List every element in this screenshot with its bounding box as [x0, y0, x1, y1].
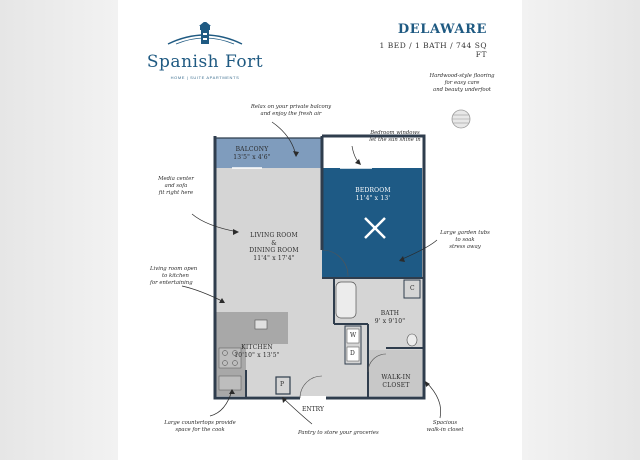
note-tubs: Large garden tubs to soak stress away — [440, 230, 490, 250]
bedroom-name: BEDROOM — [355, 187, 391, 194]
closet-label: WALK-IN CLOSET — [372, 374, 420, 389]
note-flooring: Hardwood-style flooring for easy care an… — [429, 73, 495, 93]
fridge-icon — [218, 375, 242, 391]
toilet-icon — [406, 333, 418, 347]
kitchen-name: KITCHEN — [241, 344, 273, 351]
living-name-1: LIVING ROOM — [250, 232, 298, 239]
closet-name-1: WALK-IN — [381, 374, 411, 381]
stove-icon — [218, 347, 242, 369]
note-media: Media center and sofa fit right here — [158, 176, 194, 196]
door-swings — [299, 249, 387, 399]
left-backdrop — [0, 0, 118, 460]
living-name-3: DINING ROOM — [249, 247, 299, 254]
bath-size: 9' x 9'10" — [374, 317, 406, 325]
note-open: Living room open to kitchen for entertai… — [150, 266, 198, 286]
note-closet: Spacious walk-in closet — [426, 420, 464, 433]
balcony-area — [216, 138, 322, 168]
brand-tagline: HOME | SUITE APARTMENTS — [170, 75, 240, 80]
kitchen-counter — [216, 312, 288, 344]
living-label: LIVING ROOM & DINING ROOM 11'4" x 17'4" — [232, 232, 316, 262]
plan-subtitle: 1 BED / 1 BATH / 744 SQ FT — [379, 41, 487, 59]
closet-area — [368, 350, 422, 396]
living-size: 11'4" x 17'4" — [253, 254, 295, 262]
balcony-size: 13'5" x 4'6" — [233, 153, 271, 161]
living-name-2: & — [271, 239, 277, 247]
washer-icon — [346, 328, 360, 344]
annotation-arrowheads — [219, 151, 430, 403]
closet-name-2: CLOSET — [382, 381, 410, 389]
bedroom-label: BEDROOM 11'4" x 13' — [336, 187, 410, 202]
annotation-arrows — [181, 121, 442, 425]
balcony-label: BALCONY 13'5" x 4'6" — [222, 146, 282, 161]
bedroom-area — [322, 168, 422, 278]
brand-name: Spanish Fort — [146, 52, 264, 72]
sink-icon — [254, 319, 268, 330]
linen-closet — [403, 279, 421, 299]
kitchen-label: KITCHEN 10'10" x 13'5" — [226, 344, 288, 359]
dryer-icon — [346, 346, 360, 362]
washer-label: W — [350, 332, 357, 339]
bath-label: BATH 9' x 9'10" — [366, 310, 414, 325]
dryer-label: D — [350, 350, 355, 357]
walls — [213, 134, 426, 400]
flooring-swatch-icon — [451, 109, 471, 129]
note-balcony: Relax on your private balcony and enjoy … — [250, 104, 332, 117]
pantry-label: P — [280, 381, 285, 388]
pantry-area — [275, 376, 291, 395]
linen-closet-label: C — [410, 285, 415, 292]
balcony-name: BALCONY — [235, 146, 269, 153]
right-backdrop — [522, 0, 640, 460]
note-counters: Large countertops provide space for the … — [164, 420, 236, 433]
plan-title: DELAWARE — [397, 22, 487, 37]
kitchen-size: 10'10" x 13'5" — [234, 351, 280, 359]
bedroom-size: 11'4" x 13' — [355, 194, 391, 202]
note-pantry: Pantry to store your groceries — [298, 430, 379, 436]
note-windows: Bedroom windows let the sun shine in — [369, 130, 421, 143]
fan-hub — [373, 226, 377, 230]
bath-name: BATH — [380, 310, 400, 317]
entry-label: ENTRY — [302, 406, 324, 413]
bathtub-icon — [335, 281, 357, 319]
lighthouse-logo-icon — [167, 22, 243, 45]
